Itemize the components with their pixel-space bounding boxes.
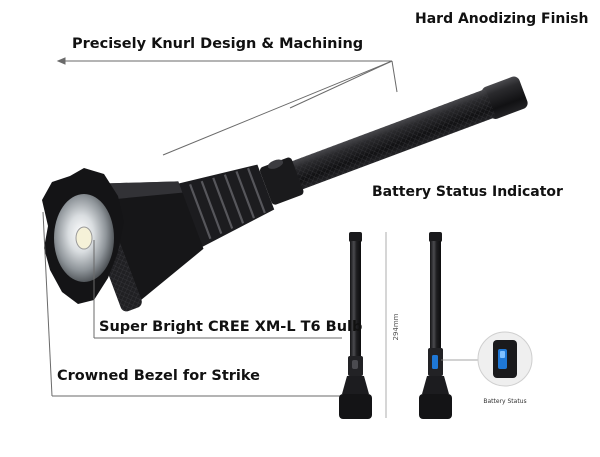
inset-product-views: 294mm Battery Status (339, 232, 533, 419)
battery-status-caption: Battery Status (483, 398, 526, 405)
label-hard-anodizing: Hard Anodizing Finish (415, 11, 589, 27)
inset-flashlight-left (339, 232, 372, 419)
length-mark: 294mm (392, 313, 400, 340)
label-knurl-design: Precisely Knurl Design & Machining (72, 36, 364, 52)
inset-flashlight-right (419, 232, 452, 419)
switch-collar (259, 157, 304, 205)
battery-status-zoom (477, 331, 533, 387)
led-bulb (75, 226, 93, 250)
tail-cap (481, 76, 528, 119)
switch-button (267, 159, 284, 169)
label-battery-indicator: Battery Status Indicator (372, 184, 563, 200)
main-flashlight (42, 76, 528, 312)
label-bulb: Super Bright CREE XM-L T6 Bulb (99, 319, 363, 335)
label-crowned-bezel: Crowned Bezel for Strike (57, 368, 260, 384)
leader-lines (42, 57, 398, 397)
battery-indicator-light (432, 355, 438, 369)
heat-sink (177, 164, 275, 248)
